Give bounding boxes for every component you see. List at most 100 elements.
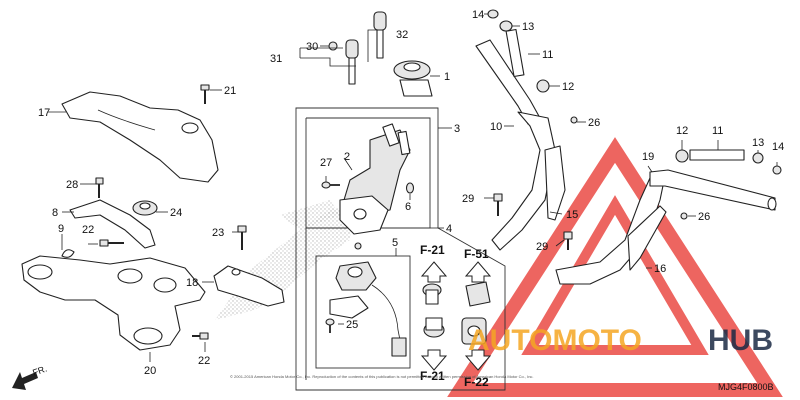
part-upper-cover-rib: [97, 109, 156, 131]
copyright-text: © 2001-2015 American Honda Motor Co., In…: [230, 374, 534, 379]
frame-5: [315, 255, 411, 369]
callout-6: 6: [405, 201, 411, 213]
part-handlebar-left: [475, 39, 566, 251]
part-small-screw: [354, 242, 362, 250]
ref-part-c: [423, 317, 445, 338]
ref-label-1: F-21: [420, 243, 445, 257]
front-arrow-icon: [12, 372, 38, 390]
callout-23: 23: [212, 227, 224, 239]
callout-numbers: 17 21 28 8 24 9 22 20 22 23 18 30 31 32 …: [38, 9, 784, 377]
part-top-bridge-hole-r: [153, 277, 177, 293]
callout-14-upper: 14: [472, 9, 484, 21]
part-bolt-29-lower: [563, 231, 573, 250]
callout-27: 27: [320, 157, 332, 169]
part-screw-25: [325, 318, 335, 333]
part-wire-bracket: [69, 199, 156, 249]
callout-19: 19: [642, 151, 654, 163]
callout-11-upper: 11: [542, 49, 553, 61]
part-bracket-18-hole: [231, 268, 241, 276]
watermark-text-1: AUTOMOTO: [468, 324, 642, 357]
watermark-text-2: HUB: [708, 324, 773, 357]
callout-26-right: 26: [698, 211, 710, 223]
callout-8: 8: [52, 207, 58, 219]
callout-2: 2: [344, 151, 350, 163]
front-label: FR.: [31, 364, 48, 378]
part-pin-11-upper: [505, 28, 525, 78]
part-pin-11-right: [689, 149, 745, 161]
part-nut-24: [132, 200, 158, 216]
callout-3: 3: [454, 123, 460, 135]
ref-label-4: F-22: [464, 375, 489, 389]
callout-11-right: 11: [712, 125, 723, 137]
callout-29-lower: 29: [536, 241, 548, 253]
part-nut-12-upper: [536, 79, 550, 93]
callout-5: 5: [392, 237, 398, 249]
callout-16: 16: [654, 263, 666, 275]
callout-31: 31: [270, 53, 282, 65]
ref-label-2: F-51: [464, 247, 489, 261]
part-ignition-switch: [339, 123, 411, 235]
part-switch-unit: [329, 261, 407, 357]
part-top-bridge-hole-l: [27, 264, 53, 280]
callout-9: 9: [58, 223, 64, 235]
callout-15: 15: [566, 209, 578, 221]
callout-1: 1: [444, 71, 450, 83]
part-ignition-cover: [393, 60, 433, 97]
callout-24: 24: [170, 207, 182, 219]
leader-lines: [48, 13, 778, 362]
callout-12-right: 12: [676, 125, 688, 137]
callout-32: 32: [396, 29, 408, 41]
callout-22-upper: 22: [82, 224, 94, 236]
part-screw-27: [321, 181, 340, 189]
part-key: [373, 11, 387, 59]
part-bolt-22-upper: [99, 239, 124, 247]
part-screw-6: [405, 182, 415, 194]
lead-31-bracket: [300, 57, 356, 67]
ref-arrow-down-left: [420, 349, 448, 371]
callout-4: 4: [446, 223, 452, 235]
frame-3: [295, 107, 506, 391]
diagram-code: MJG4F0800B: [718, 382, 774, 392]
callout-26-upper: 26: [588, 117, 600, 129]
part-nut-12-right: [675, 149, 689, 163]
callout-21: 21: [224, 85, 236, 97]
callout-13-upper: 13: [522, 21, 534, 33]
part-screw-26-upper: [570, 116, 578, 124]
part-nut-13-upper: [499, 20, 513, 32]
ref-label-3: F-21: [420, 369, 445, 383]
callout-13-right: 13: [752, 137, 764, 149]
callout-18: 18: [186, 277, 198, 289]
ref-part-b: [465, 281, 491, 307]
part-clip-9: [61, 249, 75, 258]
ref-part-d: [461, 317, 487, 345]
callout-29-upper: 29: [462, 193, 474, 205]
part-bolt-22-lower: [192, 332, 209, 340]
part-upper-cover-hole: [181, 122, 199, 134]
part-bolt-29-upper: [493, 193, 503, 216]
callout-10: 10: [490, 121, 502, 133]
ref-part-a: [422, 283, 442, 305]
callout-12-upper: 12: [562, 81, 574, 93]
ref-arrow-up-right: [464, 261, 492, 283]
callout-30: 30: [306, 41, 318, 53]
part-top-bridge-hole-c: [117, 268, 143, 284]
callout-17: 17: [38, 107, 50, 119]
ref-arrow-down-right: [464, 349, 492, 371]
part-washer-30: [328, 41, 338, 51]
callout-28: 28: [66, 179, 78, 191]
part-upper-cover: [61, 91, 219, 183]
hatched-panel-2: [280, 200, 340, 230]
part-key-blank: [345, 39, 359, 85]
part-cap-14-right: [772, 165, 782, 175]
part-bolt-23: [237, 225, 247, 250]
callout-14-right: 14: [772, 141, 784, 153]
callout-25: 25: [346, 319, 358, 331]
ref-arrow-up-left: [420, 261, 448, 283]
part-screw-26-right: [680, 212, 688, 220]
part-nut-13-right: [752, 152, 764, 164]
part-cap-14-upper: [487, 9, 499, 19]
callout-22-lower: 22: [198, 355, 210, 367]
part-handlebar-right: [555, 169, 777, 285]
